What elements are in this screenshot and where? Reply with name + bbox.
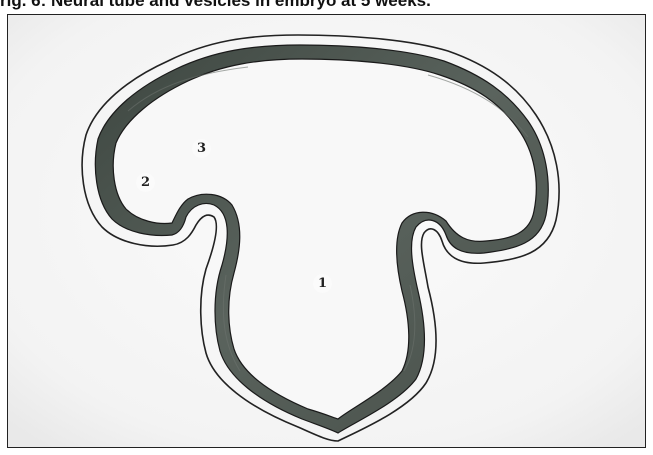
label-three: 3 (192, 139, 211, 158)
label-two: 2 (136, 173, 155, 192)
neural-tube-illustration (8, 15, 646, 448)
label-one: 1 (313, 274, 332, 293)
figure-frame: 1 2 3 (7, 14, 646, 448)
figure-caption: rig. 6: Neural tube and vesicles in embr… (0, 0, 431, 11)
